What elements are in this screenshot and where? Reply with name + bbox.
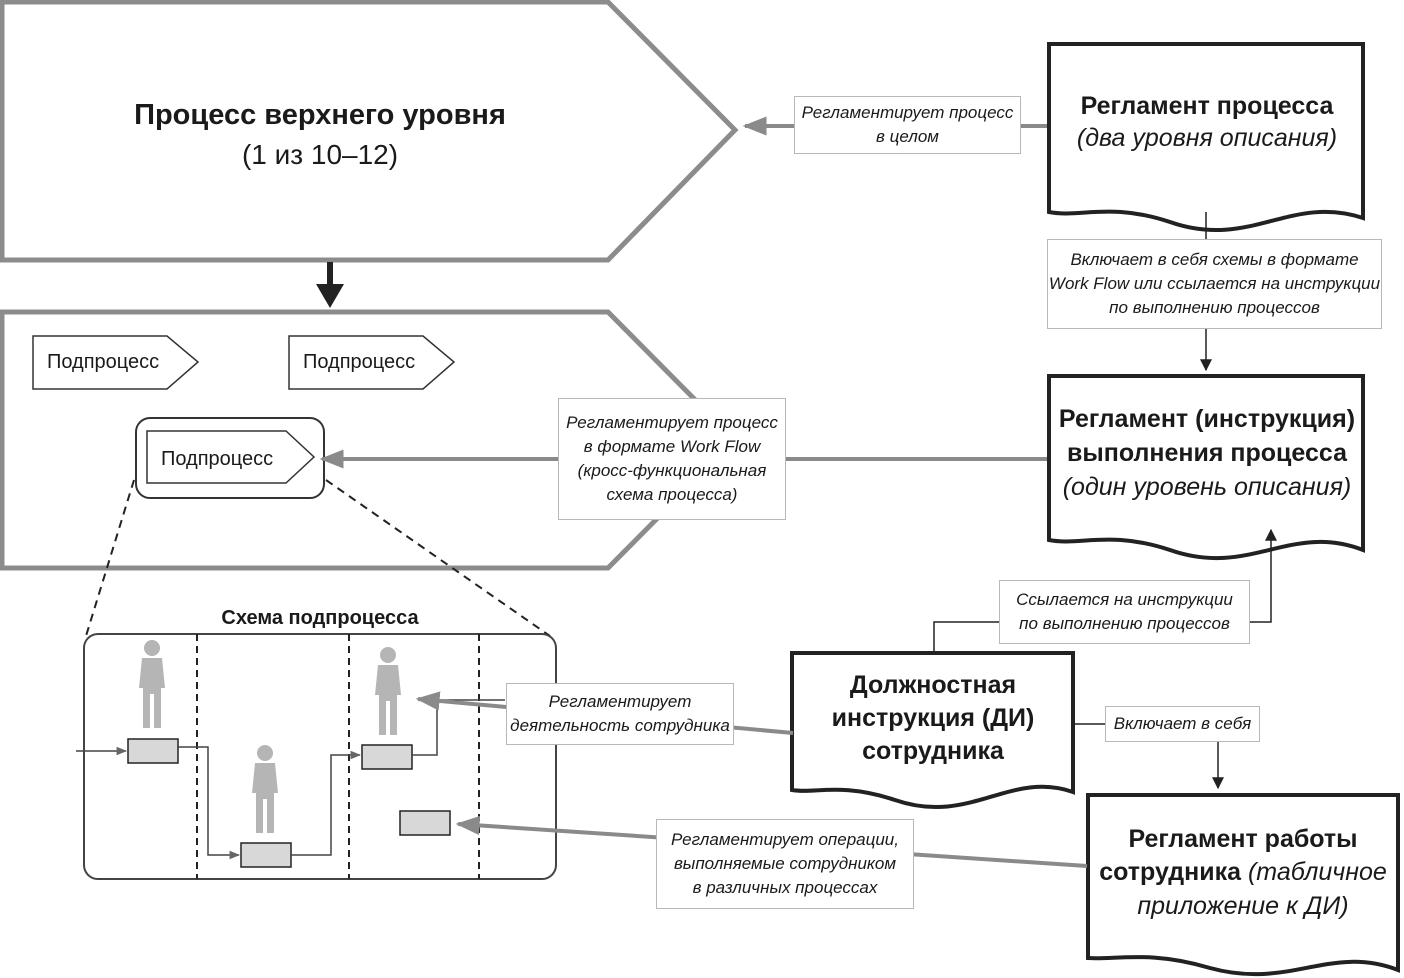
doc-job-description-line2: инструкция (ДИ) xyxy=(831,704,1035,732)
zoom-line-right xyxy=(325,479,551,637)
top-process-title: Процесс верхнего уровня xyxy=(134,99,506,131)
doc-reg-employee-line3: приложение к ДИ) xyxy=(1137,892,1349,920)
label-l6-line1: Включает в себя xyxy=(1113,714,1252,733)
label-l5-line1: Регламентирует xyxy=(548,692,692,711)
doc-reg-employee-line2b: (табличное xyxy=(1247,858,1387,886)
doc-reg-employee-line2: сотрудника (табличное xyxy=(1090,857,1396,887)
task-box-1 xyxy=(127,738,179,764)
doc-reg-process-subtitle: (два уровня описания) xyxy=(1076,124,1338,152)
label-l7-line1: Регламентирует операции, xyxy=(671,830,899,849)
doc-reg-process-title: Регламент процесса xyxy=(1080,92,1334,120)
label-l7-line3: в различных процессах xyxy=(692,878,878,897)
label-l3-line4: схема процесса) xyxy=(606,485,738,504)
top-process-subtitle: (1 из 10–12) xyxy=(241,139,399,170)
doc-reg-process xyxy=(1047,42,1365,232)
label-includes: Включает в себя xyxy=(1105,706,1260,742)
flow-1-2 xyxy=(178,746,241,860)
label-l1-line2: в целом xyxy=(876,127,939,146)
task-box-3 xyxy=(361,744,413,770)
task-box-2 xyxy=(240,842,292,868)
task-box-4 xyxy=(399,810,451,836)
label-l4-line1: Ссылается на инструкции xyxy=(1016,590,1233,609)
label-l3-line3: (кросс-функциональная xyxy=(577,461,767,480)
doc-reg-instruction-line2: выполнения процесса xyxy=(1067,439,1347,467)
label-l2-line3: по выполнению процессов xyxy=(1109,298,1320,317)
label-regulates-employee: Регламентирует деятельность сотрудника xyxy=(506,683,734,745)
down-arrow-head xyxy=(316,284,344,308)
label-l1-line1: Регламентирует процесс xyxy=(801,103,1014,122)
subprocess-shape-3 xyxy=(146,430,316,484)
doc-reg-instruction-subtitle: (один уровень описания) xyxy=(1062,473,1352,501)
doc-job-description-line3: сотрудника xyxy=(862,737,1004,765)
flow-2-3 xyxy=(291,750,362,856)
doc-reg-employee-line1: Регламент работы xyxy=(1128,825,1358,853)
label-l4-line2: по выполнению процессов xyxy=(1019,614,1230,633)
doc-reg-employee xyxy=(1086,793,1400,977)
subprocess-shape-2 xyxy=(288,335,456,390)
label-regulates-process-whole: Регламентирует процесс в целом xyxy=(794,96,1021,154)
subprocess-label-1: Подпроцесс xyxy=(47,351,160,373)
scheme-title: Схема подпроцесса xyxy=(221,607,419,629)
doc-reg-employee-line2a: сотрудника xyxy=(1099,858,1242,886)
label-refers-to-instructions: Ссылается на инструкции по выполнению пр… xyxy=(999,580,1250,644)
label-l3-line1: Регламентирует процесс xyxy=(566,413,778,432)
subprocess-shape-1 xyxy=(32,335,200,390)
label-l3-line2: в формате Work Flow xyxy=(583,437,761,456)
doc-job-description xyxy=(790,651,1075,810)
subprocess-label-3: Подпроцесс xyxy=(161,448,274,470)
label-l5-line2: деятельность сотрудника xyxy=(510,716,730,735)
label-includes-workflow: Включает в себя схемы в формате Work Flo… xyxy=(1047,239,1382,329)
flow-3-out xyxy=(412,699,505,756)
label-regulates-operations: Регламентирует операции, выполняемые сот… xyxy=(656,819,914,909)
subprocess-label-2: Подпроцесс xyxy=(303,351,416,373)
doc-job-description-line1: Должностная xyxy=(849,671,1017,699)
doc-reg-instruction-line1: Регламент (инструкция) xyxy=(1058,405,1356,433)
label-l7-line2: выполняемые сотрудником xyxy=(673,854,897,873)
label-regulates-workflow: Регламентирует процесс в формате Work Fl… xyxy=(558,398,786,520)
label-l2-line1: Включает в себя схемы в формате xyxy=(1070,250,1359,269)
label-l2-line2: Work Flow или ссылается на инструкции xyxy=(1048,274,1381,293)
top-process-shape xyxy=(0,0,739,263)
doc-reg-instruction xyxy=(1047,374,1365,560)
